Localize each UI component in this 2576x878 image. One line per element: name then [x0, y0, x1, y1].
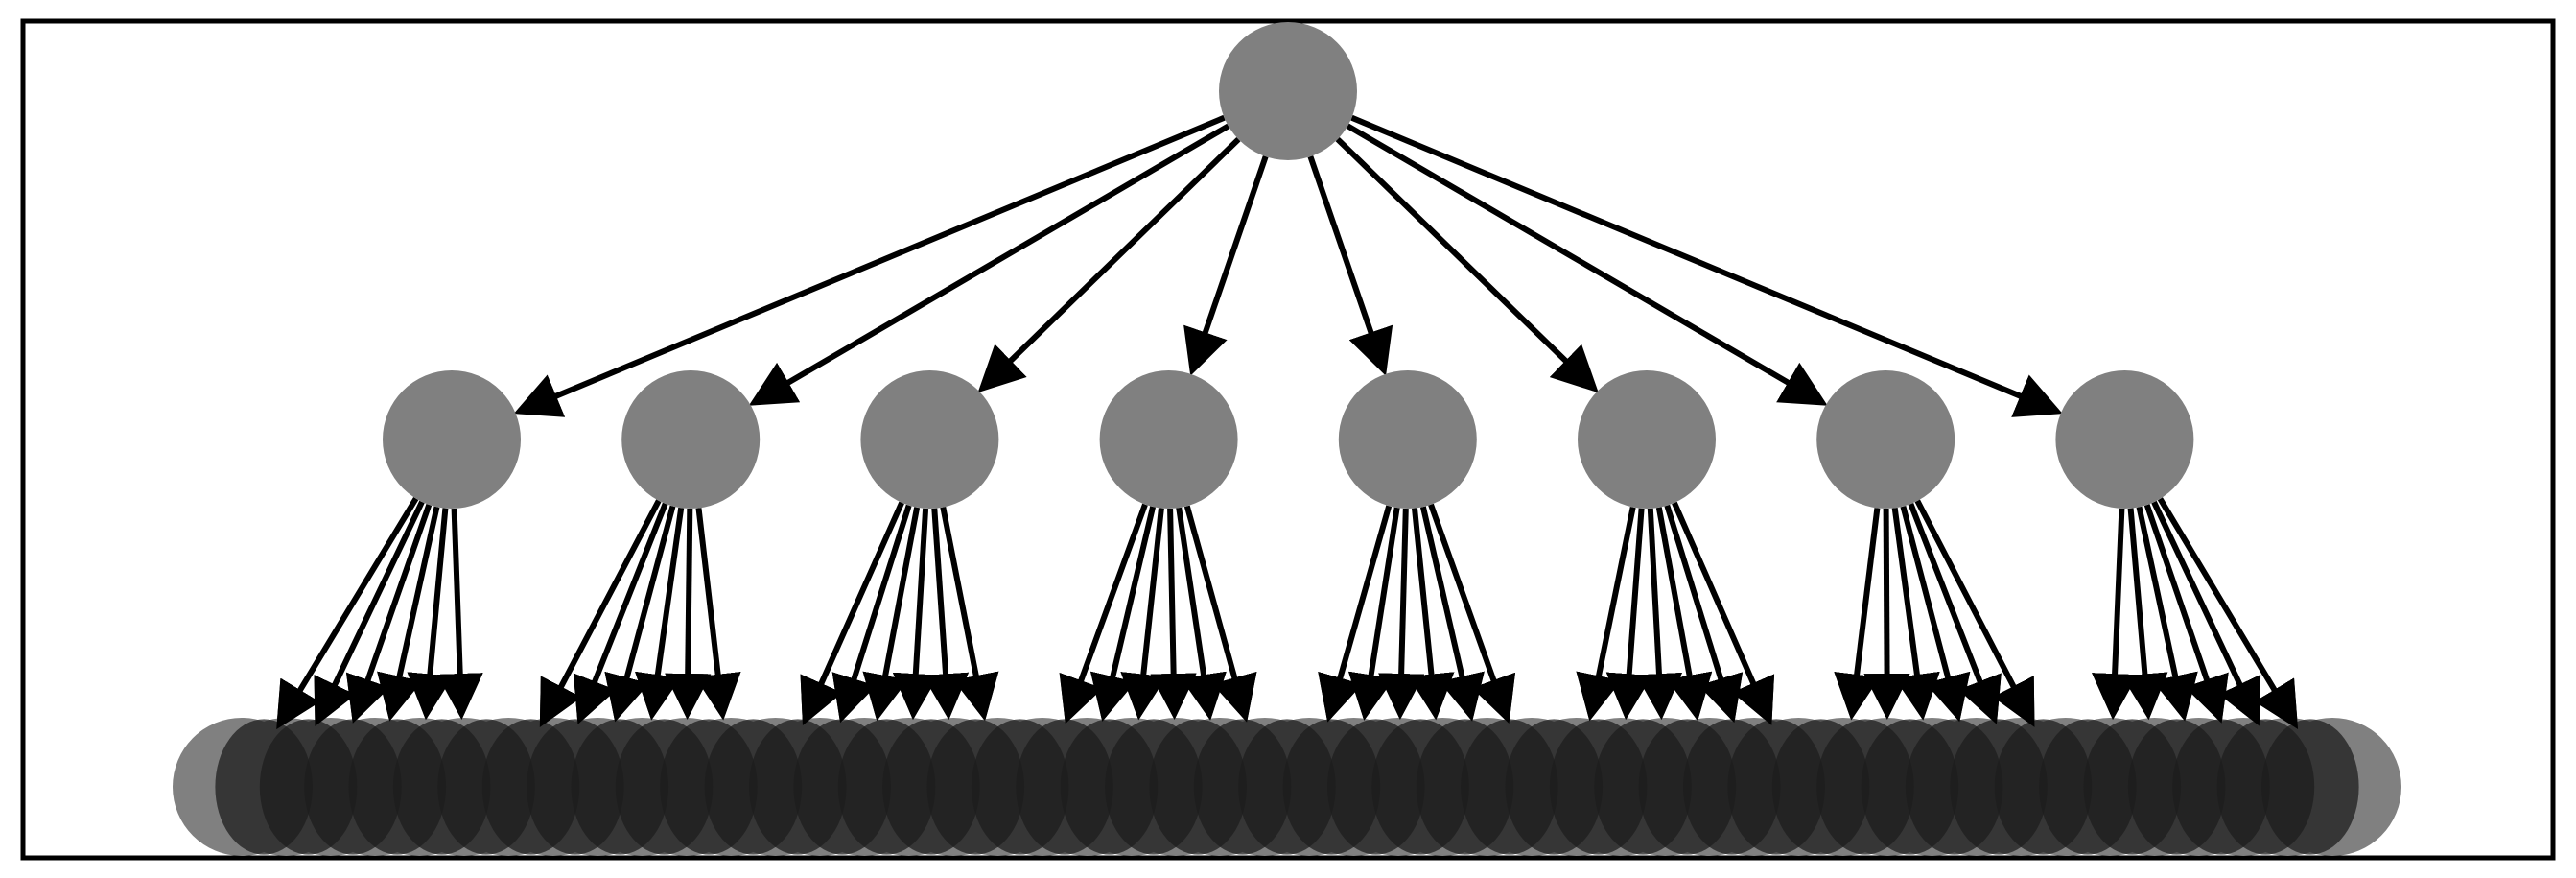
edge-node-4-to-leaf-19: [1059, 503, 1148, 724]
arrowhead-leaf-24: [1212, 671, 1257, 723]
level1-node-3: [860, 370, 999, 509]
level1-node-1: [383, 370, 521, 509]
arrowhead-leaf-13: [800, 674, 843, 725]
arrowhead-leaf-33: [1636, 672, 1683, 721]
level1-node-6: [1578, 370, 1716, 509]
edge-node-7-to-leaf-37: [1834, 508, 1881, 721]
level1-node-5: [1338, 370, 1477, 509]
arrowhead-leaf-28: [1408, 672, 1455, 721]
arrowhead-leaf-39: [1894, 671, 1940, 721]
arrowhead-leaf-31: [1576, 671, 1622, 722]
edge-node-3-to-leaf-16: [892, 508, 939, 721]
edge-node-4-to-leaf-20: [1089, 506, 1157, 722]
edge-node-4-to-leaf-22: [1150, 508, 1197, 720]
nodes-layer: [173, 22, 2401, 856]
arrowhead-leaf-26: [1348, 671, 1394, 721]
arrowhead-leaf-20: [1090, 671, 1136, 722]
arrowhead-leaf-35: [1698, 672, 1744, 724]
leaf-overlap-47: [2261, 719, 2359, 855]
level1-node-7: [1816, 370, 1955, 509]
arrowhead-leaf-8: [573, 673, 617, 724]
arrowhead-leaf-36: [1732, 674, 1775, 725]
arrowhead-leaf-34: [1666, 671, 1713, 722]
arrowhead-leaf-27: [1378, 673, 1425, 720]
edge-root-to-node-8: [1350, 114, 2063, 417]
arrowhead-leaf-12: [694, 672, 741, 721]
edge-node-7-to-leaf-42: [1914, 499, 2035, 727]
edge-node-3-to-leaf-17: [923, 508, 969, 721]
arrowhead-leaf-6: [436, 673, 483, 720]
arrowhead-leaf-4: [377, 671, 423, 722]
edge-node-2-to-leaf-11: [665, 508, 712, 720]
arrowhead-leaf-1: [276, 677, 320, 730]
edge-root-to-node-2: [748, 123, 1230, 406]
level1-node-2: [621, 370, 761, 509]
arrowhead-leaf-37: [1834, 671, 1880, 721]
arrowhead-leaf-48: [2254, 677, 2299, 729]
arrowhead-leaf-7: [539, 676, 582, 728]
arrowhead-leaf-16: [892, 672, 939, 721]
edge-node-5-to-leaf-30: [1428, 503, 1515, 724]
arrowhead-leaf-23: [1181, 671, 1227, 721]
root-node: [1219, 22, 1357, 160]
arrowhead-leaf-18: [953, 671, 999, 722]
arrowhead-leaf-19: [1059, 672, 1103, 724]
edge-root-to-node-3: [977, 137, 1241, 393]
edge-node-8-to-leaf-47: [2151, 500, 2261, 726]
arrowhead-leaf-5: [407, 672, 454, 721]
edge-node-6-to-leaf-33: [1636, 508, 1682, 721]
arrowhead-leaf-21: [1120, 672, 1167, 721]
edge-node-1-to-leaf-2: [314, 500, 425, 726]
arrowhead-leaf-17: [923, 672, 970, 721]
edge-node-2-to-leaf-7: [539, 499, 662, 728]
edge-node-7-to-leaf-39: [1891, 508, 1940, 721]
arrowhead-leaf-42: [1993, 676, 2035, 727]
arrowhead-leaf-9: [604, 671, 649, 723]
arrowhead-leaf-3: [346, 672, 390, 724]
arrowhead-leaf-14: [831, 672, 877, 724]
arrowhead-leaf-43: [2092, 673, 2139, 721]
edge-root-to-node-4: [1183, 155, 1269, 376]
arrowhead-leaf-45: [2152, 671, 2198, 722]
edges-layer: [276, 114, 2299, 730]
arrowhead-leaf-47: [2218, 674, 2261, 726]
arrowhead-leaf-29: [1440, 671, 1485, 722]
arrowhead-leaf-40: [1925, 671, 1971, 723]
edge-root-to-node-6: [1335, 136, 1599, 393]
edge-root-to-node-5: [1307, 155, 1393, 376]
edge-root-to-node-7: [1346, 123, 1828, 406]
edge-node-5-to-leaf-27: [1378, 508, 1425, 720]
edge-node-2-to-leaf-12: [694, 508, 741, 721]
arrowhead-leaf-25: [1318, 671, 1363, 723]
arrowhead-leaf-2: [314, 675, 356, 726]
edge-node-8-to-leaf-43: [2092, 508, 2139, 721]
arrowhead-leaf-32: [1605, 672, 1652, 721]
edge-root-to-node-1: [513, 114, 1226, 417]
arrowhead-leaf-10: [635, 671, 681, 721]
arrowhead-leaf-30: [1471, 672, 1516, 724]
arrowhead-leaf-44: [2121, 672, 2168, 721]
arrowhead-leaf-41: [1958, 673, 2002, 724]
level1-node-8: [2055, 370, 2194, 509]
arrowhead-leaf-22: [1150, 673, 1197, 720]
level1-node-4: [1099, 370, 1238, 509]
arrowhead-leaf-46: [2185, 672, 2229, 724]
diagram-frame: [20, 18, 2556, 861]
edge-node-7-to-leaf-38: [1863, 508, 1910, 720]
edge-node-1-to-leaf-6: [436, 508, 483, 720]
arrowhead-leaf-15: [862, 671, 908, 722]
